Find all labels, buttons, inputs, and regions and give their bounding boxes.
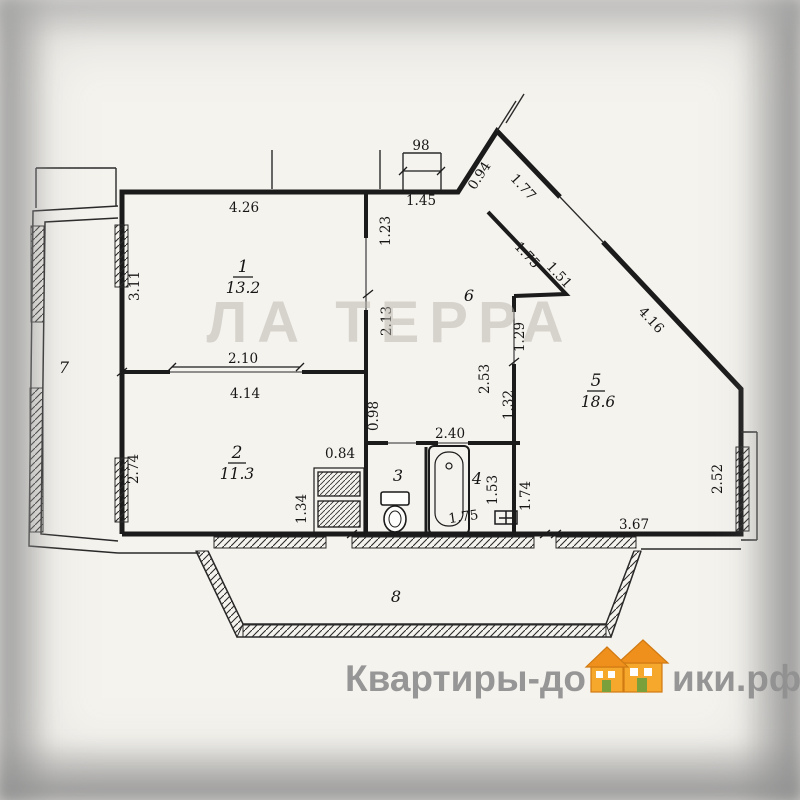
dim-room4-right: 1.74 [518, 481, 534, 511]
closet-shelves [313, 467, 365, 535]
dim-diag-main: 4.16 [635, 304, 667, 337]
dim-diag-a: 0.94 [465, 159, 495, 193]
dim-room5-left-b: 1.32 [501, 390, 517, 420]
dim-room2-left: 2.74 [126, 454, 142, 484]
dim-bottom-right: 3.67 [619, 517, 649, 533]
dim-diag-b: 1.77 [507, 171, 539, 204]
dim-hall-bottom: 0.98 [366, 401, 382, 431]
room-6-number: 6 [464, 286, 474, 305]
sink-icon [494, 510, 518, 525]
balcony-8-outline [195, 550, 642, 638]
entrance-door-opening [559, 196, 604, 243]
dim-hall-right-a: 2.53 [477, 364, 493, 394]
room-4-number: 4 [471, 469, 482, 488]
toilet-icon [380, 491, 410, 533]
dim-room1-top: 4.26 [229, 200, 259, 216]
footer-logo: Квартиры-до ики.рф [345, 639, 800, 699]
bathtub-icon [428, 445, 470, 535]
dim-bath-top: 2.40 [435, 426, 465, 442]
dim-hall-left-b: 2.13 [379, 306, 395, 336]
dim-room1-left: 3.11 [127, 271, 143, 301]
dim-closet-left: 1.34 [294, 494, 310, 524]
dimension-ticks [116, 166, 562, 539]
room-1-number: 1 [238, 257, 249, 277]
room-5-area: 18.6 [581, 393, 616, 411]
room-1-area: 13.2 [226, 279, 261, 297]
wall-windows [114, 224, 750, 549]
dim-hall-left-a: 1.23 [378, 216, 394, 246]
room-5-number: 5 [591, 371, 602, 391]
door-openings [170, 238, 515, 444]
room-3-number: 3 [393, 466, 403, 485]
room-2-number: 2 [231, 443, 243, 463]
dim-room5-left-a: 1.29 [512, 322, 528, 352]
balcony-8-windows [195, 550, 642, 639]
dim-room2-top: 4.14 [230, 386, 260, 402]
balcony-7-windows [29, 225, 45, 533]
footer-text-prefix: Квартиры-до [345, 658, 586, 699]
footer-text-suffix: ики.рф [672, 658, 800, 699]
room-7-number: 7 [59, 358, 70, 377]
room-2-area: 11.3 [220, 465, 255, 483]
dim-room1-bottom: 2.10 [228, 351, 258, 367]
room-8-number: 8 [391, 587, 401, 606]
dim-bath-bottom: 1.75 [447, 507, 479, 527]
dim-room5-right: 2.52 [710, 464, 726, 494]
footer-house-icon-right [616, 639, 670, 693]
dim-hall-top: 1.45 [406, 193, 436, 209]
dim-top-shaft: 98 [412, 138, 429, 154]
center-watermark: ЛА ТЕРРА [207, 290, 574, 355]
dim-closet-top: 0.84 [325, 446, 355, 462]
interior-walls [122, 192, 571, 534]
room-labels: 1 13.2 2 11.3 3 4 5 18.6 6 7 8 [59, 257, 615, 606]
dim-bath-right: 1.53 [485, 475, 501, 505]
footer-house-icon-left [584, 646, 630, 693]
